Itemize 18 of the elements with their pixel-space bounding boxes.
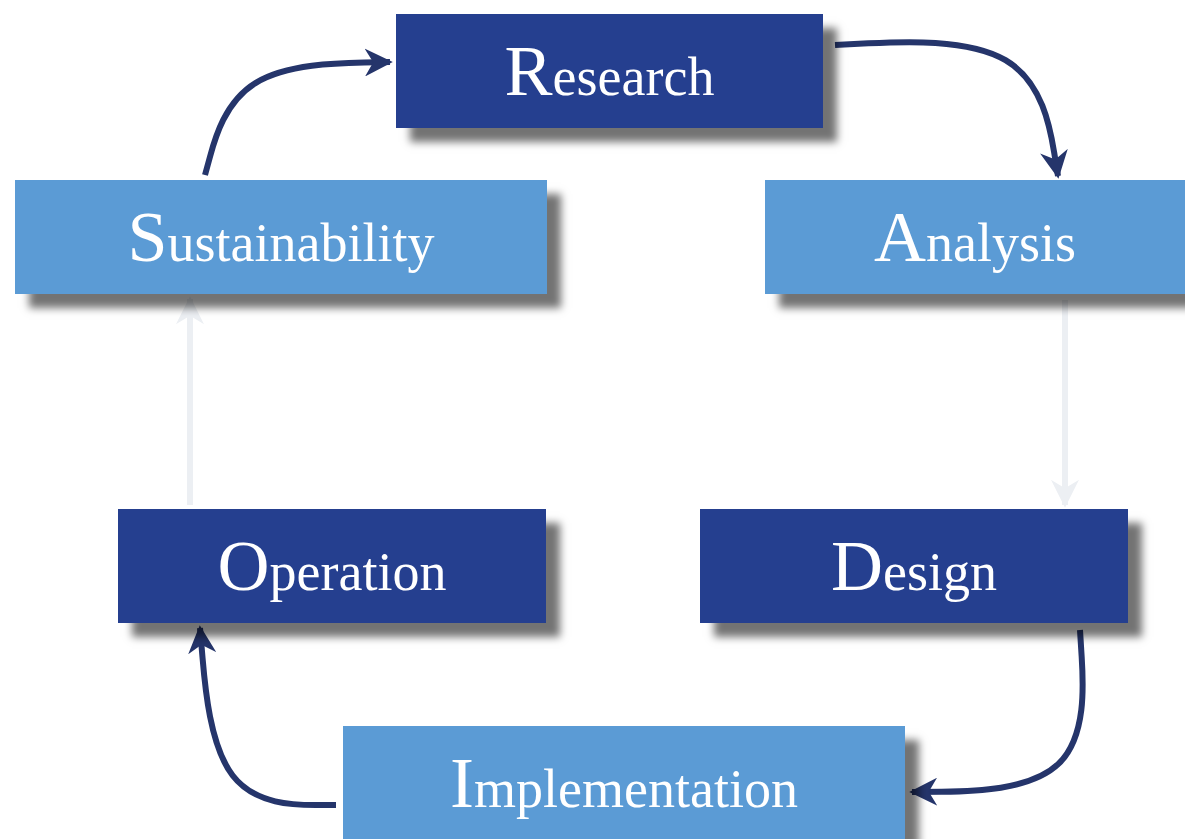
- process-box: [396, 14, 823, 128]
- arrow: [176, 296, 204, 505]
- arrow: [834, 39, 1068, 179]
- step-label: Sustainability: [127, 201, 435, 273]
- step-label: Research: [504, 35, 715, 107]
- arrow: [1051, 300, 1079, 508]
- arrow: [202, 48, 393, 176]
- process-box: [765, 180, 1185, 294]
- process-box: [343, 726, 905, 839]
- step-label: Implementation: [450, 746, 798, 819]
- step-label: Design: [831, 530, 997, 602]
- process-box: [118, 509, 546, 623]
- process-box: [700, 509, 1128, 623]
- step-label: Analysis: [874, 201, 1076, 273]
- process-box: [15, 180, 547, 294]
- arrow: [909, 629, 1086, 806]
- arrow: [188, 625, 336, 808]
- step-label: Operation: [217, 530, 447, 602]
